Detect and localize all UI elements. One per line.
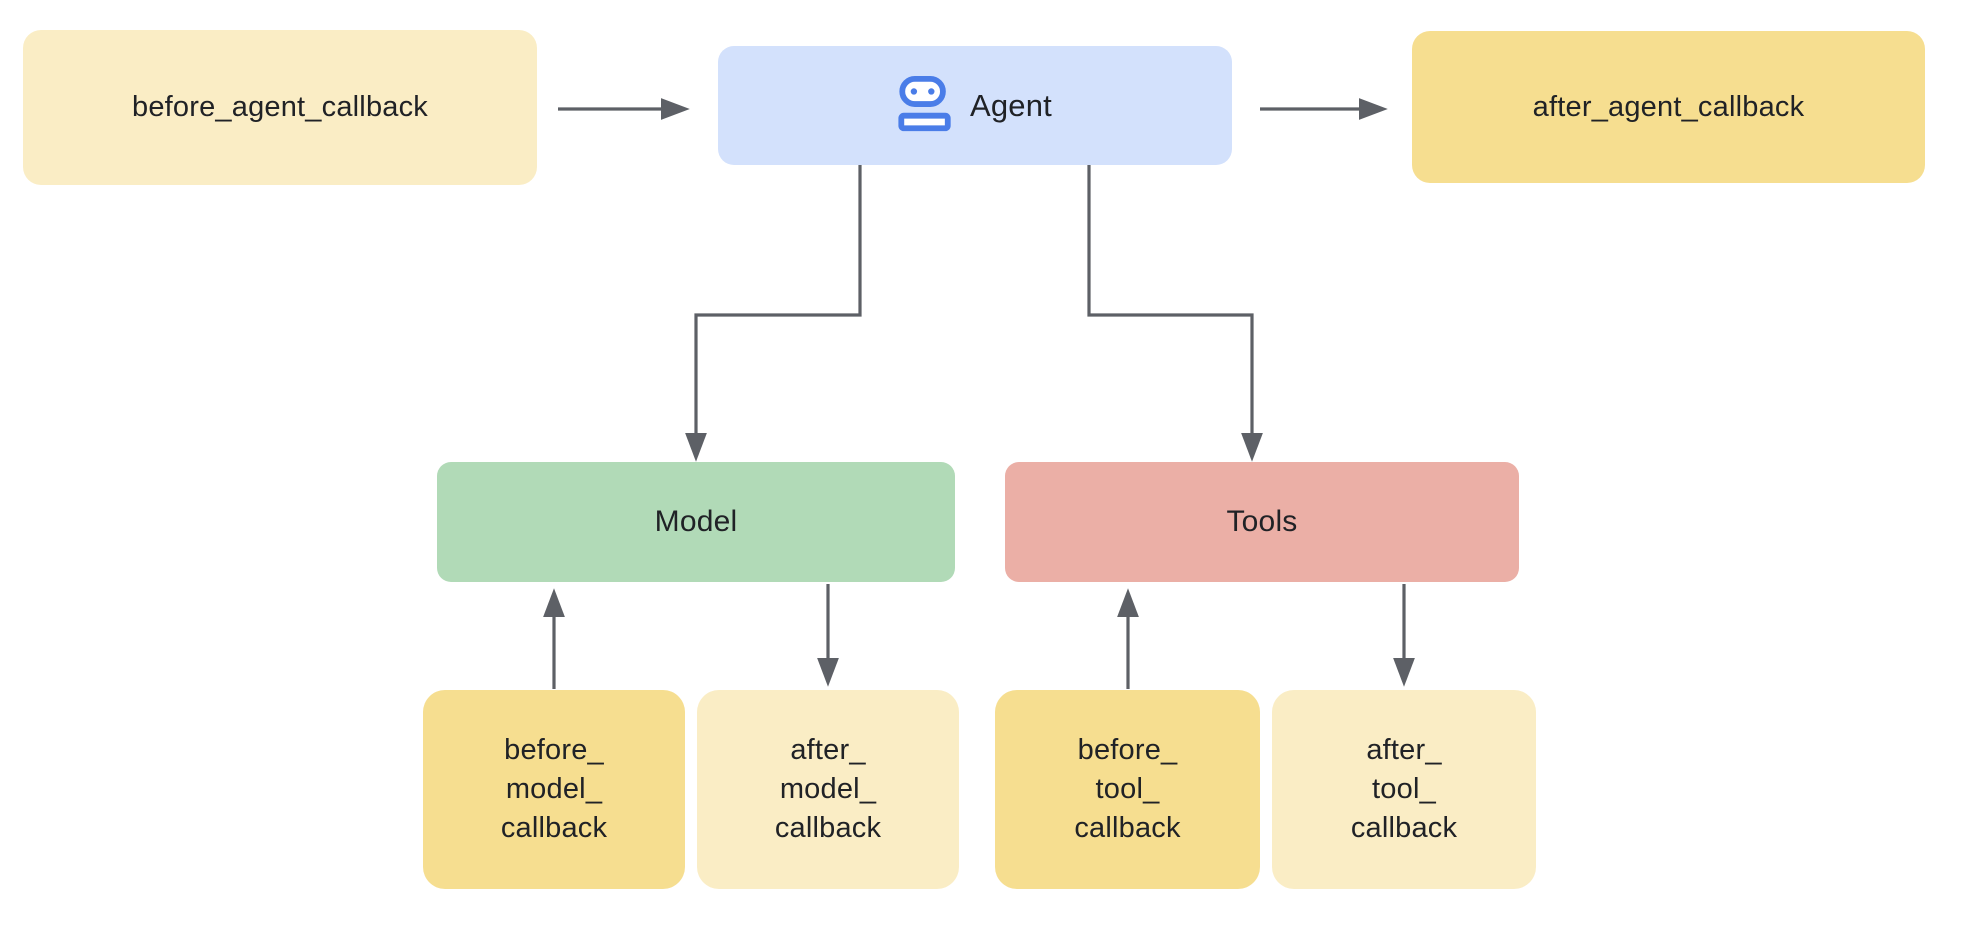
node-after-model-callback-line2: model_ xyxy=(779,773,877,805)
node-after-model-callback-line1: after_ xyxy=(790,734,866,766)
node-before-tool-callback-line1: before_ xyxy=(1077,734,1178,766)
node-before-agent-callback: before_agent_callback xyxy=(23,30,537,185)
node-before-tool-callback: before_ tool_ callback xyxy=(995,690,1260,889)
node-after-model-callback-line3: callback xyxy=(774,812,882,844)
node-after-tool-callback-line3: callback xyxy=(1350,812,1458,844)
node-model-label: Model xyxy=(654,505,738,538)
node-before-tool-callback-line3: callback xyxy=(1074,812,1181,844)
node-agent: Agent xyxy=(718,46,1232,165)
node-after-agent-callback-label: after_agent_callback xyxy=(1532,90,1805,123)
node-agent-label: Agent xyxy=(969,87,1052,123)
node-after-tool-callback: after_ tool_ callback xyxy=(1272,690,1536,889)
edge-agent-to-model xyxy=(685,165,862,462)
node-after-model-callback: after_ model_ callback xyxy=(697,690,959,889)
node-tools-label: Tools xyxy=(1226,505,1298,538)
node-before-model-callback: before_ model_ callback xyxy=(423,690,685,889)
robot-icon xyxy=(898,75,951,131)
node-after-agent-callback: after_agent_callback xyxy=(1412,31,1925,183)
node-before-model-callback-line3: callback xyxy=(500,812,608,844)
node-before-agent-callback-label: before_agent_callback xyxy=(131,91,429,123)
node-before-tool-callback-line2: tool_ xyxy=(1095,773,1160,805)
node-before-model-callback-line2: model_ xyxy=(505,773,603,805)
node-before-model-callback-line1: before_ xyxy=(504,734,604,766)
node-after-tool-callback-line2: tool_ xyxy=(1372,773,1436,805)
node-after-tool-callback-line1: after_ xyxy=(1366,734,1442,766)
node-model: Model xyxy=(437,462,955,582)
edge-agent-to-tools xyxy=(1087,165,1263,462)
node-tools: Tools xyxy=(1005,462,1519,582)
